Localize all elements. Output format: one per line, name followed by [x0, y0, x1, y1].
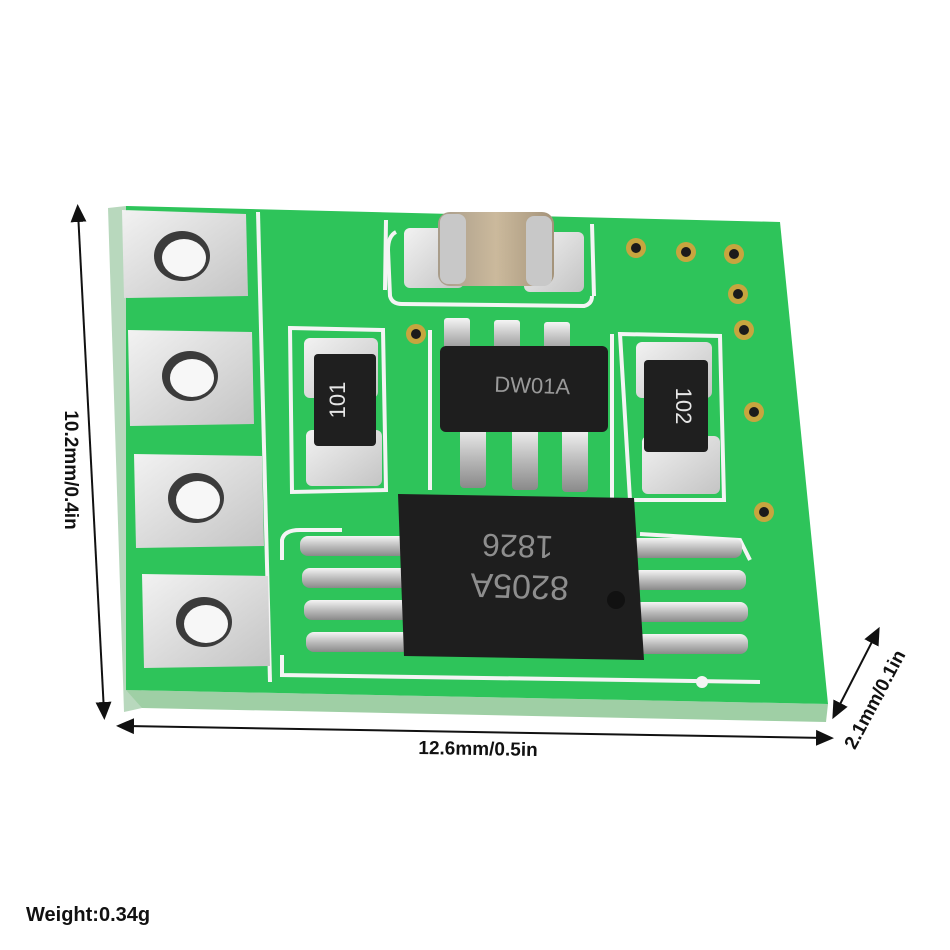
thickness-arrow — [832, 626, 880, 720]
edge-pad-3 — [134, 454, 264, 548]
weight-label: Weight:0.34g — [26, 904, 151, 926]
edge-pads — [122, 210, 270, 668]
edge-pad-1 — [122, 210, 248, 298]
vias — [406, 238, 774, 688]
protection-chip — [440, 318, 608, 492]
mosfet-chip-marking-line2: 1826 — [481, 527, 553, 565]
resistor-right-marking: 102 — [671, 388, 696, 425]
edge-pad-2 — [128, 330, 254, 426]
protection-chip-marking: DW01A — [494, 372, 571, 400]
height-arrow — [70, 204, 112, 720]
pcb-bottom-edge — [126, 690, 828, 722]
width-dimension-label: 12.6mm/0.5in — [418, 737, 538, 762]
mosfet-chip-marking-line1: 8205A — [470, 565, 570, 606]
resistor-left-marking: 101 — [325, 382, 350, 419]
edge-pad-4 — [142, 574, 270, 668]
mosfet-chip — [300, 494, 748, 660]
resistor-right — [636, 342, 720, 494]
height-dimension-label: 10.2mm/0.4in — [60, 410, 81, 530]
width-arrow — [116, 718, 834, 746]
resistor-left — [304, 338, 382, 486]
dimension-arrows — [70, 204, 880, 746]
smd-capacitor — [404, 212, 584, 292]
